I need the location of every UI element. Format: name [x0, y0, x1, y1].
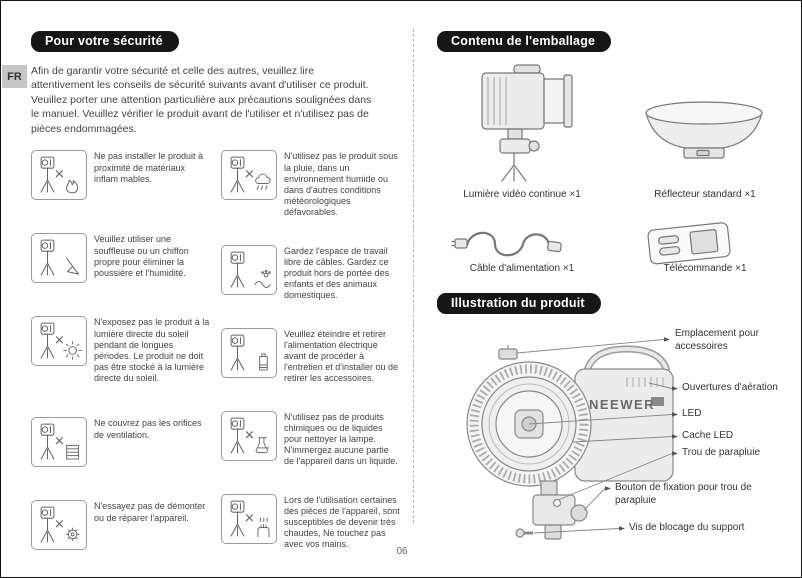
safety-item: Gardez l'espace de travail libre de câbl…	[221, 244, 401, 302]
safety-item-text: Veuillez éteindre et retirer l'alimentat…	[284, 328, 399, 384]
safety-item: Ne couvrez pas les orifices de ventilati…	[31, 417, 211, 468]
safety-item-text: Veuillez utiliser une souffleuse ou un c…	[94, 234, 189, 278]
safety-item: Lors de l'utilisation certaines des pièc…	[221, 493, 401, 551]
product-illustration: NEEWER	[437, 319, 793, 551]
pack-caption-video-light: Lumière vidéo continue ×1	[463, 189, 581, 200]
page-number: 06	[396, 546, 408, 557]
no-flammable-icon	[40, 157, 79, 194]
remote-image	[647, 222, 731, 265]
callout-umbrella-hole: Trou de parapluie	[682, 447, 761, 458]
safety-section-title: Pour votre sécurité	[31, 31, 179, 52]
reflector-image	[645, 101, 763, 159]
safety-item-text: Lors de l'utilisation certaines des pièc…	[284, 494, 400, 550]
safety-column-right: N'utilisez pas le produit sous la pluie,…	[221, 150, 401, 550]
safety-grid: Ne pas installer le produit à proximité …	[31, 150, 407, 551]
safety-item: Ne pas installer le produit à proximité …	[31, 150, 211, 201]
callout-lines	[516, 339, 673, 534]
safety-item-text: N'essayez pas de démonter ou de réparer …	[94, 501, 206, 523]
callout-led-cover: Cache LED	[682, 430, 734, 441]
safety-item: N'essayez pas de démonter ou de réparer …	[31, 500, 211, 551]
language-tab: FR	[2, 65, 27, 88]
safety-column-left: Ne pas installer le produit à proximité …	[31, 150, 211, 551]
safety-item: N'exposez pas le produit à la lumière di…	[31, 316, 211, 384]
video-light-image	[481, 64, 573, 182]
callout-locking-screw: Vis de blocage du support	[629, 522, 745, 533]
packaging-contents: Lumière vidéo continue ×1 Réflecteur sta…	[437, 31, 793, 293]
callout-vents: Ouvertures d'aération	[682, 382, 778, 393]
right-column: Contenu de l'emballage	[437, 31, 793, 551]
brand-text: NEEWER	[589, 397, 655, 412]
callout-accessory-mount: Emplacement pour accessoires	[675, 328, 759, 352]
pack-caption-remote: Télécommande ×1	[663, 263, 747, 274]
cleaning-icon	[40, 240, 80, 276]
safety-item-text: Ne pas installer le produit à proximité …	[94, 151, 204, 184]
power-cable-image	[451, 231, 562, 257]
packaging-section-title: Contenu de l'emballage	[437, 31, 612, 52]
column-divider	[413, 29, 414, 523]
hot-surface-icon	[230, 500, 270, 537]
safety-item-text: N'utilisez pas le produit sous la pluie,…	[284, 151, 398, 218]
safety-item-text: Ne couvrez pas les orifices de ventilati…	[94, 418, 202, 440]
product-diagram: NEEWER	[466, 337, 678, 540]
callout-led: LED	[682, 408, 702, 419]
no-cover-vents-icon	[40, 424, 80, 460]
callout-arrowheads	[605, 337, 678, 531]
safety-item-text: N'exposez pas le produit à la lumière di…	[94, 317, 210, 384]
safety-item-text: Gardez l'espace de travail libre de câbl…	[284, 245, 390, 301]
safety-item: Veuillez utiliser une souffleuse ou un c…	[31, 233, 211, 284]
no-sunlight-icon	[40, 323, 83, 361]
no-rain-icon	[230, 157, 271, 193]
safety-section: Pour votre sécurité Afin de garantir vot…	[31, 31, 407, 551]
power-off-icon	[230, 334, 268, 371]
no-disassemble-icon	[40, 507, 80, 543]
pack-caption-cable: Câble d'alimentation ×1	[469, 263, 575, 274]
safety-item: N'utilisez pas le produit sous la pluie,…	[221, 150, 401, 218]
safety-item: Veuillez éteindre et retirer l'alimentat…	[221, 327, 401, 385]
pack-caption-reflector: Réflecteur standard ×1	[654, 189, 756, 200]
callout-umbrella-knob: Bouton de fixation pour trou de paraplui…	[615, 482, 752, 506]
safety-item: N'utilisez pas de produits chimiques ou …	[221, 410, 401, 468]
safety-intro: Afin de garantir votre sécurité et celle…	[31, 65, 372, 135]
illustration-section-title: Illustration du produit	[437, 293, 601, 314]
cable-safety-icon	[230, 251, 271, 288]
safety-item-text: N'utilisez pas de produits chimiques ou …	[284, 411, 398, 467]
no-chemicals-icon	[230, 417, 270, 454]
